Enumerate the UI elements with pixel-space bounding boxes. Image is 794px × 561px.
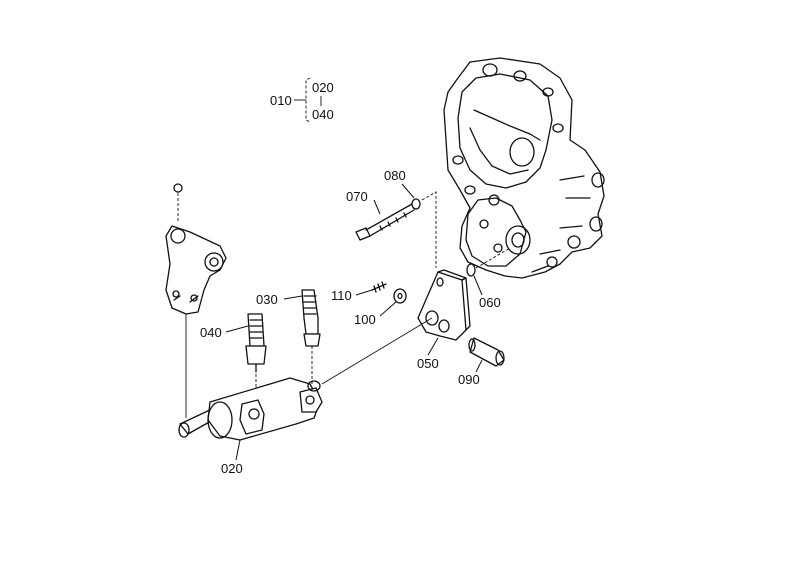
callout-030: 030 (256, 292, 303, 307)
label-040: 040 (200, 325, 222, 340)
callout-060: 060 (473, 275, 501, 310)
bolt-070 (355, 203, 415, 241)
washer-080 (411, 198, 421, 210)
callout-080: 080 (384, 168, 415, 199)
label-090: 090 (458, 372, 480, 387)
callout-070: 070 (346, 189, 381, 215)
transmission-housing (443, 57, 605, 279)
legend-label-040: 040 (312, 107, 334, 122)
oring-060 (466, 263, 476, 277)
legend-label-010: 010 (270, 93, 292, 108)
label-030: 030 (256, 292, 278, 307)
label-100: 100 (354, 312, 376, 327)
callout-090: 090 (458, 359, 483, 387)
pin-090 (468, 337, 505, 367)
label-060: 060 (479, 295, 501, 310)
callout-110: 110 (331, 288, 373, 303)
label-070: 070 (346, 189, 368, 204)
hydraulic-cylinder-020 (178, 317, 433, 441)
washer-100 (393, 288, 407, 304)
callout-050: 050 (417, 337, 439, 371)
callout-040: 040 (200, 325, 249, 340)
label-080: 080 (384, 168, 406, 183)
callout-100: 100 (354, 301, 397, 327)
callout-020: 020 (221, 439, 243, 476)
legend-label-020: 020 (312, 80, 334, 95)
bracket-050 (417, 269, 471, 341)
label-020: 020 (221, 461, 243, 476)
bolt-070-guide (421, 191, 437, 268)
label-050: 050 (417, 356, 439, 371)
label-110: 110 (331, 288, 352, 303)
hydraulic-hose-030 (301, 289, 321, 384)
spring-pin-110 (371, 281, 387, 293)
assembly-legend: 010 020 040 (270, 77, 334, 123)
lift-arm (165, 183, 227, 418)
hydraulic-hose-040 (245, 313, 267, 404)
